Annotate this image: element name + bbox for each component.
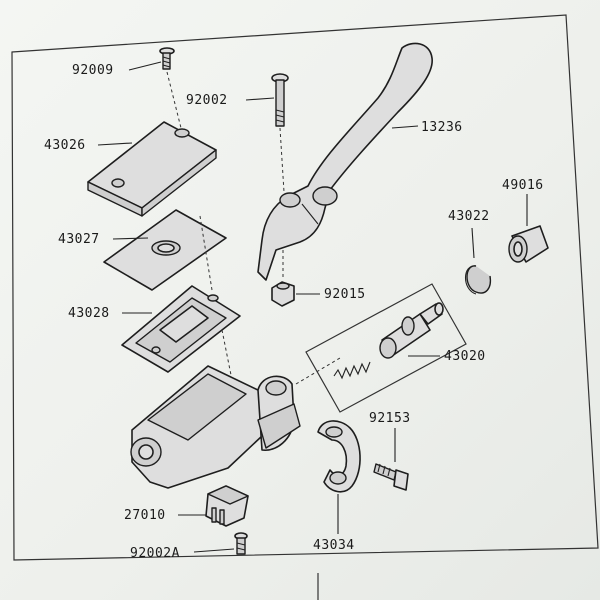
piston-kit-43020 — [305, 283, 467, 413]
label-92002A: 92002A — [130, 546, 180, 561]
screw-92002A — [234, 532, 248, 555]
diaphragm-43028 — [121, 285, 241, 373]
label-43027: 43027 — [58, 232, 100, 247]
label-13236: 13236 — [421, 120, 463, 135]
axis-43028 — [221, 329, 233, 381]
screw-92009 — [159, 47, 175, 70]
leader-92009 — [128, 61, 162, 71]
master-cylinder-body — [130, 365, 301, 489]
label-92009: 92009 — [72, 63, 114, 78]
clamp-43034 — [317, 420, 361, 493]
circlip-43022 — [464, 265, 492, 295]
axis-92009 — [166, 71, 183, 133]
axis-cylinder — [295, 357, 341, 385]
label-92015: 92015 — [324, 287, 366, 302]
label-92153: 92153 — [369, 411, 411, 426]
label-43028: 43028 — [68, 306, 110, 321]
label-92002: 92002 — [186, 93, 228, 108]
label-43034: 43034 — [313, 538, 355, 553]
label-43022: 43022 — [448, 209, 490, 224]
piston-kit-box — [305, 283, 467, 413]
bolt-92153 — [373, 463, 409, 491]
label-49016: 49016 — [502, 178, 544, 193]
leader-43022 — [471, 227, 475, 259]
reservoir-cap-43026 — [87, 121, 217, 217]
leader-92002A — [193, 548, 235, 553]
diaphragm-plate-43027 — [103, 209, 227, 291]
diagram-frame — [11, 14, 599, 561]
leader-43027 — [112, 237, 149, 240]
label-43026: 43026 — [44, 138, 86, 153]
lever-13236 — [257, 42, 433, 281]
dust-boot-49016 — [508, 225, 549, 263]
axis-92002 — [279, 127, 285, 193]
label-27010: 27010 — [124, 508, 166, 523]
axis-43027 — [199, 215, 213, 291]
leader-92002 — [245, 97, 275, 101]
switch-27010 — [205, 485, 249, 527]
leader-43026 — [97, 142, 133, 146]
pin-92002 — [271, 73, 289, 127]
nut-92015 — [271, 281, 295, 307]
label-43020: 43020 — [444, 349, 486, 364]
leader-13236 — [391, 125, 419, 129]
